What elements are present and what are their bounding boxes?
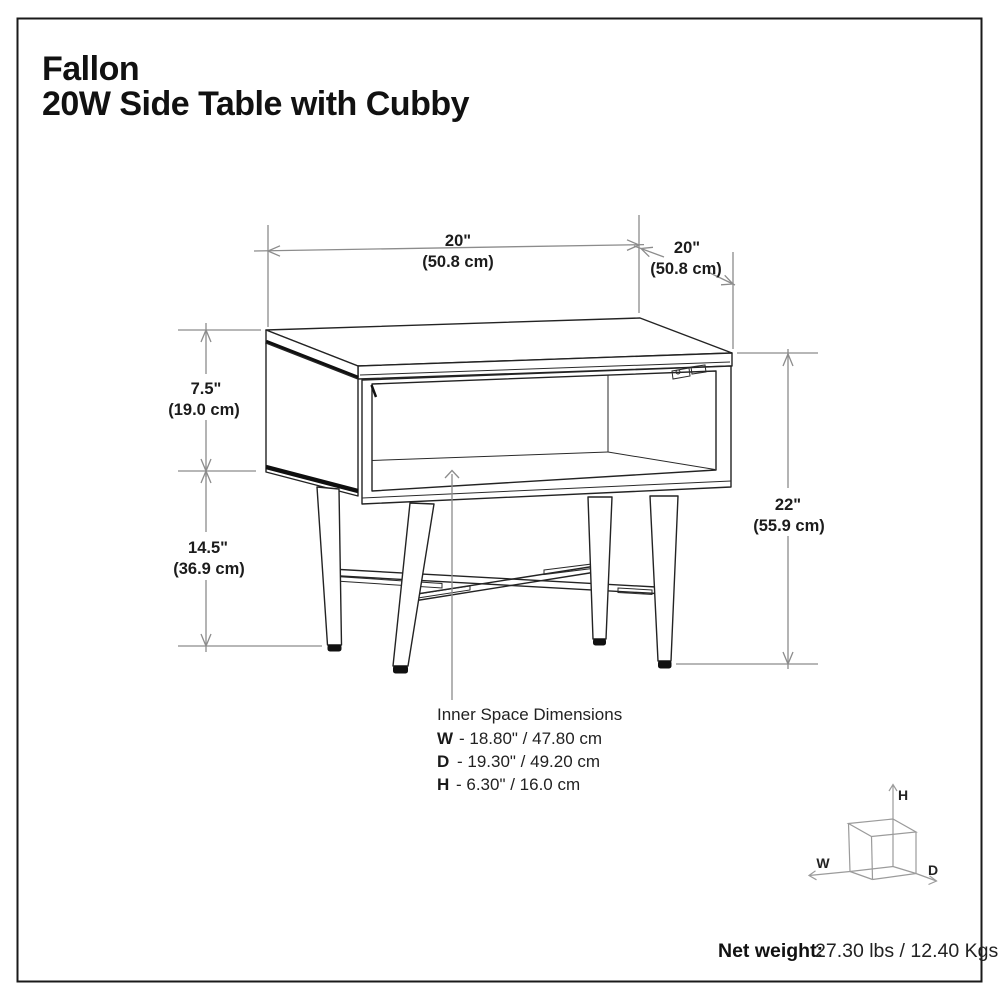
net-weight-value: 27.30 lbs / 12.40 Kgs bbox=[815, 940, 998, 962]
interior-back-bottom-edge bbox=[371, 451, 609, 461]
inner-space-value-d: - 19.30" / 49.20 cm bbox=[457, 752, 600, 771]
leg-left bbox=[316, 486, 343, 646]
label-bg-lower bbox=[156, 532, 260, 580]
page-border bbox=[16, 17, 983, 983]
cube-width-axis-label: W bbox=[816, 855, 830, 871]
cube-depth-axis-label: D bbox=[928, 862, 938, 878]
product-title-line1: Fallon bbox=[42, 50, 139, 88]
tabletop-edge-inner-line bbox=[359, 361, 731, 376]
side-table-illustration bbox=[265, 317, 733, 674]
leg-right bbox=[649, 495, 679, 662]
inner-space-value-w: - 18.80" / 47.80 cm bbox=[459, 729, 602, 748]
tabletop-left-dark-band bbox=[265, 339, 359, 381]
inner-space-arrow bbox=[444, 469, 460, 700]
leg-front-foot bbox=[393, 665, 408, 674]
leg-height-inches-label: 14.5" bbox=[188, 539, 228, 557]
left-panel bbox=[265, 342, 359, 497]
inner-space-key-h: H bbox=[437, 775, 449, 794]
left-panel-bottom-dark-band bbox=[265, 464, 359, 494]
overall-height-inches-label: 22" bbox=[775, 496, 801, 514]
width-inches-label: 20" bbox=[445, 232, 471, 250]
leg-left-foot bbox=[327, 644, 342, 652]
leg-back bbox=[587, 496, 613, 640]
depth-cm-label: (50.8 cm) bbox=[650, 260, 722, 278]
cabinet-height-inches-label: 7.5" bbox=[191, 380, 222, 398]
leg-right-foot bbox=[658, 660, 672, 669]
inner-space-heading: Inner Space Dimensions bbox=[437, 705, 622, 724]
hinge-tick-detail bbox=[370, 384, 378, 398]
latch-detail bbox=[671, 364, 707, 380]
cubby-opening bbox=[371, 370, 717, 492]
depth-dimension bbox=[633, 245, 736, 349]
cube-height-axis-label: H bbox=[898, 787, 908, 803]
orientation-cube-icon: H W D bbox=[807, 783, 938, 886]
inner-space-block: Inner Space Dimensions W - 18.80" / 47.8… bbox=[437, 705, 622, 794]
label-bg-upper bbox=[162, 374, 250, 420]
width-cm-label: (50.8 cm) bbox=[422, 253, 494, 271]
bottom-rail-inner-line bbox=[361, 480, 732, 499]
product-title-line2: 20W Side Table with Cubby bbox=[42, 85, 470, 123]
leg-height-cm-label: (36.9 cm) bbox=[173, 560, 245, 578]
leg-front bbox=[392, 502, 435, 667]
cabinet-height-cm-label: (19.0 cm) bbox=[168, 401, 240, 419]
inner-space-value-h: - 6.30" / 16.0 cm bbox=[456, 775, 580, 794]
interior-floor-right-edge bbox=[607, 451, 716, 470]
stretcher-bracket-2 bbox=[617, 587, 653, 596]
inner-space-key-d: D bbox=[437, 752, 449, 771]
label-bg-total bbox=[744, 488, 836, 536]
net-weight-label: Net weight: bbox=[718, 940, 823, 962]
overall-height-cm-label: (55.9 cm) bbox=[753, 517, 825, 535]
depth-inches-label: 20" bbox=[674, 239, 700, 257]
inner-space-key-w: W bbox=[437, 729, 454, 748]
leg-back-foot bbox=[593, 638, 606, 646]
legs bbox=[316, 486, 679, 674]
width-dimension bbox=[253, 215, 645, 327]
